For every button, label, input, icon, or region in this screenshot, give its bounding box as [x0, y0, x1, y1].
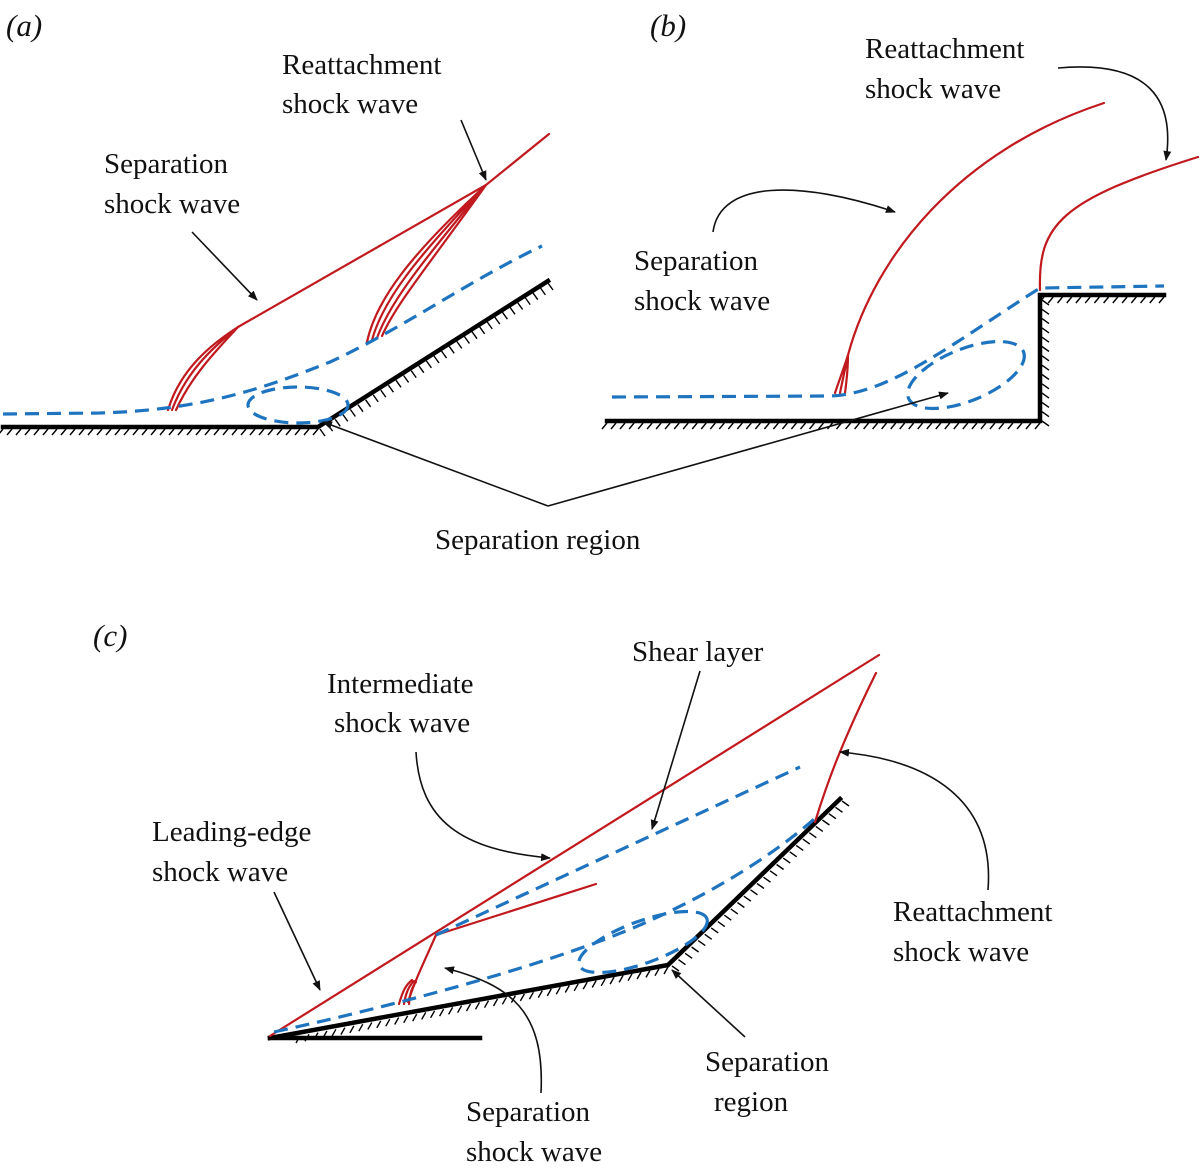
panel-c-leading-edge-shock — [268, 653, 881, 1038]
separation-region-arrow-b — [547, 391, 949, 507]
panel-a: (a) Reattachment shock wave Separation s… — [0, 8, 554, 437]
panel-a-tag: (a) — [6, 8, 42, 43]
panel-b-reattachment-label-1: Reattachment — [865, 33, 1024, 65]
panel-c-reattachment-arrow — [839, 748, 990, 891]
panel-b-shocks — [833, 101, 1200, 395]
panel-c-tag: (c) — [93, 618, 127, 653]
panel-b-reattachment-shock — [1038, 155, 1200, 292]
panel-b-separation-fan — [833, 353, 850, 395]
panel-b: (b) Reattachment shock wave Separation s… — [601, 8, 1200, 430]
panel-a-boundary-layer — [2, 244, 543, 416]
panel-b-reattachment-label-2: shock wave — [865, 73, 1001, 105]
panel-a-reattachment-label-2: shock wave — [282, 88, 418, 120]
panel-c-reattachment-shock — [813, 671, 878, 824]
panel-c-boundary-layer — [273, 812, 822, 1034]
panel-c-leading-edge-label-1: Leading-edge — [152, 816, 311, 848]
panel-b-flow — [611, 284, 1165, 411]
separation-region-arrow-a — [322, 421, 549, 507]
panel-b-separation-label-1: Separation — [634, 245, 759, 277]
panel-c-intermediate-shock — [434, 882, 598, 937]
panel-a-separation-fan — [166, 325, 240, 412]
panel-c-shocks — [268, 653, 881, 1038]
panel-a-separation-bubble — [246, 385, 350, 425]
separation-region-callout: Separation region — [322, 391, 949, 556]
panel-c-leading-edge-arrow — [273, 891, 321, 991]
panel-b-reattachment-arrow — [1057, 66, 1172, 161]
panel-b-separation-arrow — [712, 189, 896, 233]
panel-b-separation-shock — [846, 101, 1106, 357]
panel-a-reattachment-arrow — [460, 119, 487, 181]
panel-c-reattachment-label-2: shock wave — [893, 936, 1029, 968]
panel-a-separation-arrow — [191, 231, 258, 301]
panel-a-separation-shock — [236, 132, 551, 329]
panel-a-flow — [2, 244, 543, 425]
panel-a-separation-label-1: Separation — [104, 148, 229, 180]
panel-a-wall — [0, 277, 554, 437]
panel-c-separation-shock-arrow — [444, 966, 543, 1094]
panel-a-shocks — [166, 132, 551, 412]
panel-c-separation-shock-label-2: shock wave — [466, 1136, 602, 1168]
panel-c-leading-edge-label-2: shock wave — [152, 856, 288, 888]
panel-c-shear-layer-label: Shear layer — [632, 636, 764, 668]
separation-region-label: Separation region — [435, 524, 641, 556]
panel-c-shear-layer-arrow — [650, 670, 701, 830]
panel-c-separation-region-label-2: region — [714, 1086, 789, 1118]
panel-b-separation-bubble — [906, 339, 1026, 411]
panel-b-boundary-layer — [611, 284, 1165, 399]
panel-a-reattachment-fan — [365, 183, 488, 344]
panel-c-separation-region-arrow — [671, 969, 746, 1038]
panel-a-reattachment-label-1: Reattachment — [282, 49, 441, 81]
panel-c: (c) Shear layer Intermediate shock wave … — [93, 618, 1052, 1168]
panel-c-intermediate-arrow — [415, 751, 551, 862]
panel-c-flow — [273, 765, 822, 1034]
panel-b-tag: (b) — [650, 8, 686, 43]
panel-c-intermediate-label-1: Intermediate — [327, 668, 474, 700]
panel-b-separation-label-2: shock wave — [634, 285, 770, 317]
panel-c-shear-layer — [435, 765, 801, 937]
panel-c-reattachment-label-1: Reattachment — [893, 896, 1052, 928]
panel-c-intermediate-label-2: shock wave — [334, 707, 470, 739]
panel-c-separation-bubble — [577, 909, 709, 975]
panel-c-separation-region-label-1: Separation — [705, 1046, 830, 1078]
hatch-marks — [295, 800, 850, 1044]
panel-c-separation-shock-label-1: Separation — [466, 1096, 591, 1128]
panel-a-separation-label-2: shock wave — [104, 188, 240, 220]
panel-c-wall — [267, 795, 850, 1044]
